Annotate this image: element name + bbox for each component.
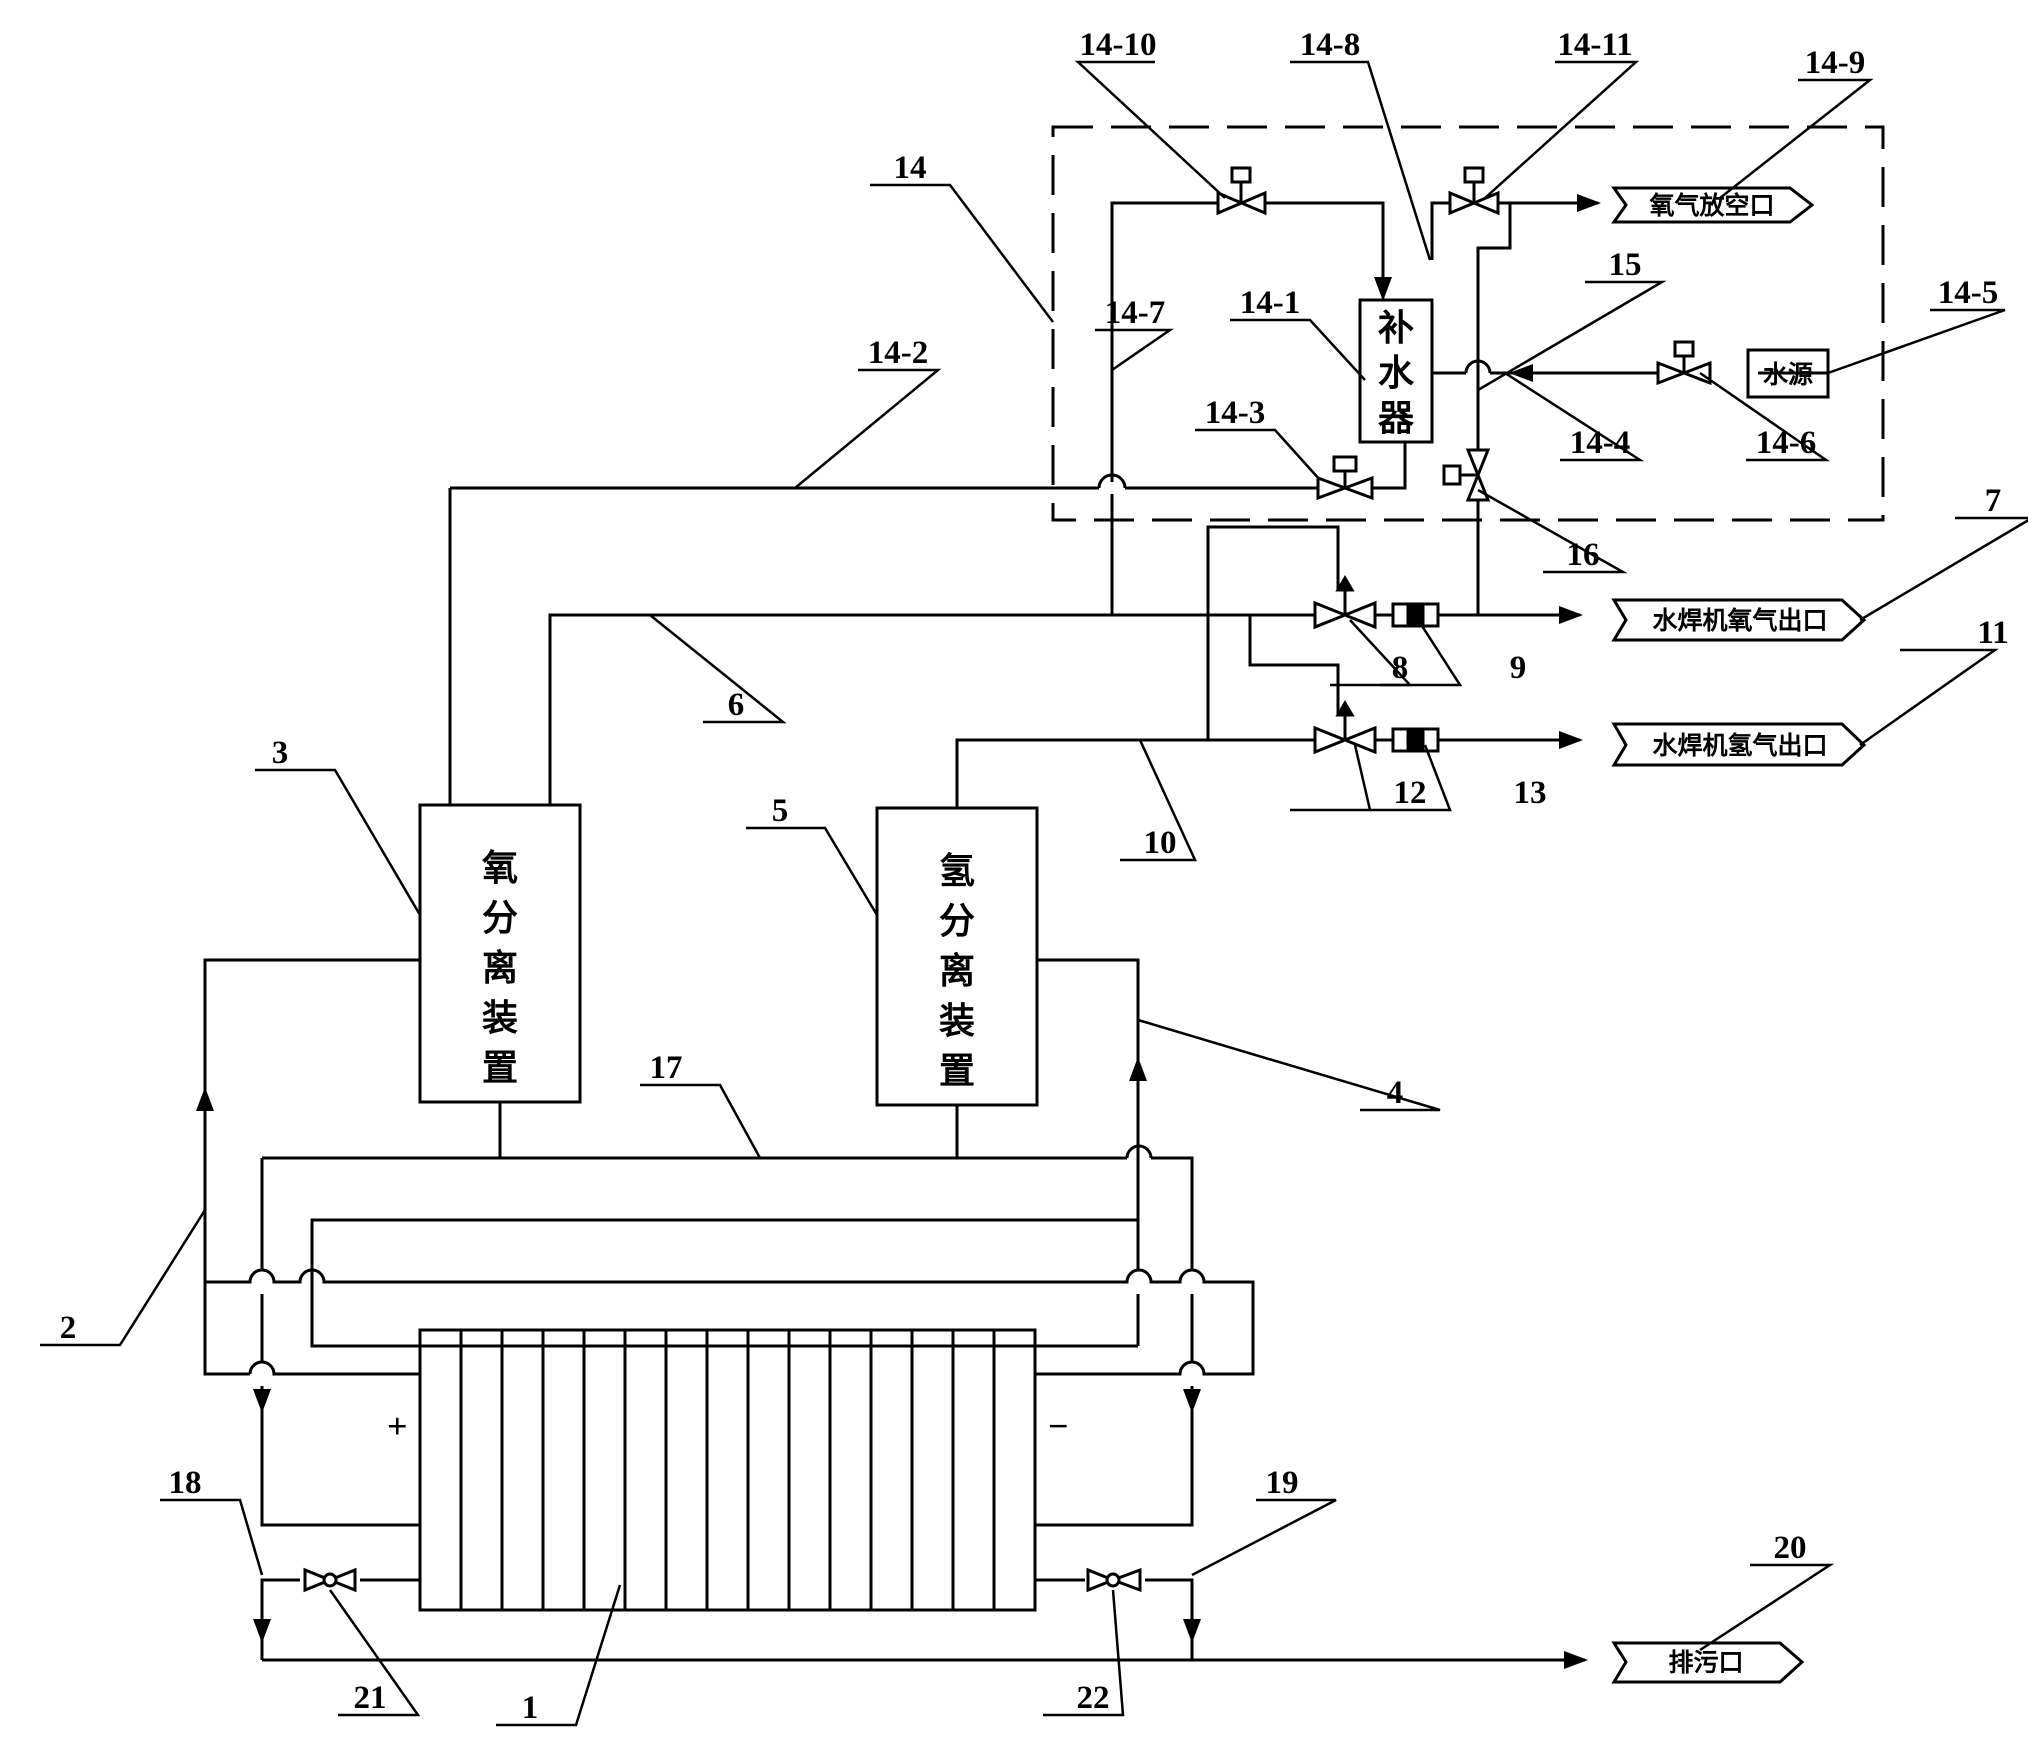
label-22: 22 xyxy=(1077,1680,1110,1716)
label-14-11: 14-11 xyxy=(1557,27,1632,63)
hydrogen-separator-label: 氢 分 离 装 置 xyxy=(939,851,975,1091)
svg-text:装: 装 xyxy=(939,1001,975,1041)
label-21: 21 xyxy=(354,1680,387,1716)
svg-text:分: 分 xyxy=(939,901,975,941)
outlet-tag-shapes xyxy=(1614,188,1864,1682)
label-14-4: 14-4 xyxy=(1570,425,1631,461)
label-20: 20 xyxy=(1774,1530,1807,1566)
label-14-9: 14-9 xyxy=(1805,45,1866,81)
label-14-7: 14-7 xyxy=(1105,295,1166,331)
drain-tag: 排污口 xyxy=(1668,1649,1743,1677)
label-9: 9 xyxy=(1510,650,1527,686)
oxygen-vent-tag: 氧气放空口 xyxy=(1648,191,1774,220)
label-3: 3 xyxy=(272,735,289,771)
label-18: 18 xyxy=(169,1465,202,1501)
label-14-8: 14-8 xyxy=(1300,27,1361,63)
label-17: 17 xyxy=(650,1050,683,1086)
label-12: 12 xyxy=(1394,775,1427,811)
label-14-1: 14-1 xyxy=(1240,285,1301,321)
label-14-2: 14-2 xyxy=(868,335,929,371)
negative-sign: − xyxy=(1048,1406,1069,1446)
oxygen-separator-label: 氧 分 离 装 置 xyxy=(482,848,518,1088)
svg-text:氢: 氢 xyxy=(939,851,975,891)
positive-sign: + xyxy=(387,1406,408,1446)
label-19: 19 xyxy=(1266,1465,1299,1501)
label-15: 15 xyxy=(1609,247,1642,283)
label-14-10: 14-10 xyxy=(1080,27,1157,63)
pipe-network xyxy=(205,203,1828,1660)
svg-text:装: 装 xyxy=(482,998,518,1038)
svg-text:水: 水 xyxy=(1378,353,1415,393)
svg-text:置: 置 xyxy=(939,1051,975,1091)
svg-text:氧: 氧 xyxy=(482,848,518,888)
label-5: 5 xyxy=(772,793,789,829)
svg-text:器: 器 xyxy=(1378,398,1415,438)
label-6: 6 xyxy=(728,687,745,723)
svg-text:离: 离 xyxy=(482,948,518,988)
label-7: 7 xyxy=(1985,483,2002,519)
water-source-label: 水源 xyxy=(1763,361,1813,389)
svg-text:离: 离 xyxy=(939,951,975,991)
svg-text:分: 分 xyxy=(482,898,518,938)
label-14-5: 14-5 xyxy=(1938,275,1999,311)
label-1: 1 xyxy=(522,1690,539,1726)
electrolyzer-stack xyxy=(420,1330,1035,1610)
hydrogen-outlet-tag: 水焊机氢气出口 xyxy=(1652,731,1827,760)
label-10: 10 xyxy=(1144,825,1177,861)
label-14: 14 xyxy=(894,150,927,186)
svg-text:补: 补 xyxy=(1378,308,1414,348)
label-14-3: 14-3 xyxy=(1205,395,1266,431)
water-replenisher-label: 补 水 器 xyxy=(1378,308,1415,438)
label-2: 2 xyxy=(60,1310,77,1346)
svg-text:置: 置 xyxy=(482,1048,518,1088)
label-14-6: 14-6 xyxy=(1756,425,1817,461)
label-13: 13 xyxy=(1514,775,1547,811)
label-11: 11 xyxy=(1977,615,2008,651)
label-8: 8 xyxy=(1392,650,1409,686)
oxygen-outlet-tag: 水焊机氧气出口 xyxy=(1652,606,1827,635)
label-4: 4 xyxy=(1387,1075,1404,1111)
label-16: 16 xyxy=(1567,537,1600,573)
